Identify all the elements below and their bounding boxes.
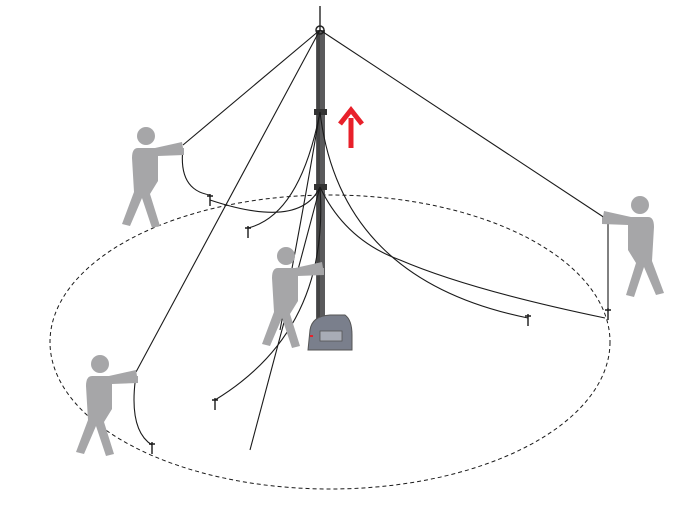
ground-stake-icon: [524, 313, 532, 327]
ground-stake-icon: [206, 193, 214, 207]
ground-stake-icon: [211, 397, 219, 411]
ground-stake-icon: [604, 307, 612, 321]
person-pulling-icon: [602, 196, 664, 297]
guy-lines: [133, 29, 609, 451]
anchor-circle: [49, 194, 611, 490]
arrow-up-icon: [338, 105, 364, 148]
person-pulling-icon: [122, 127, 184, 228]
person-pulling-icon: [76, 355, 138, 456]
ground-stake-icon: [148, 441, 156, 455]
ground-stake-icon: [244, 225, 252, 239]
winch-icon: [307, 314, 353, 351]
